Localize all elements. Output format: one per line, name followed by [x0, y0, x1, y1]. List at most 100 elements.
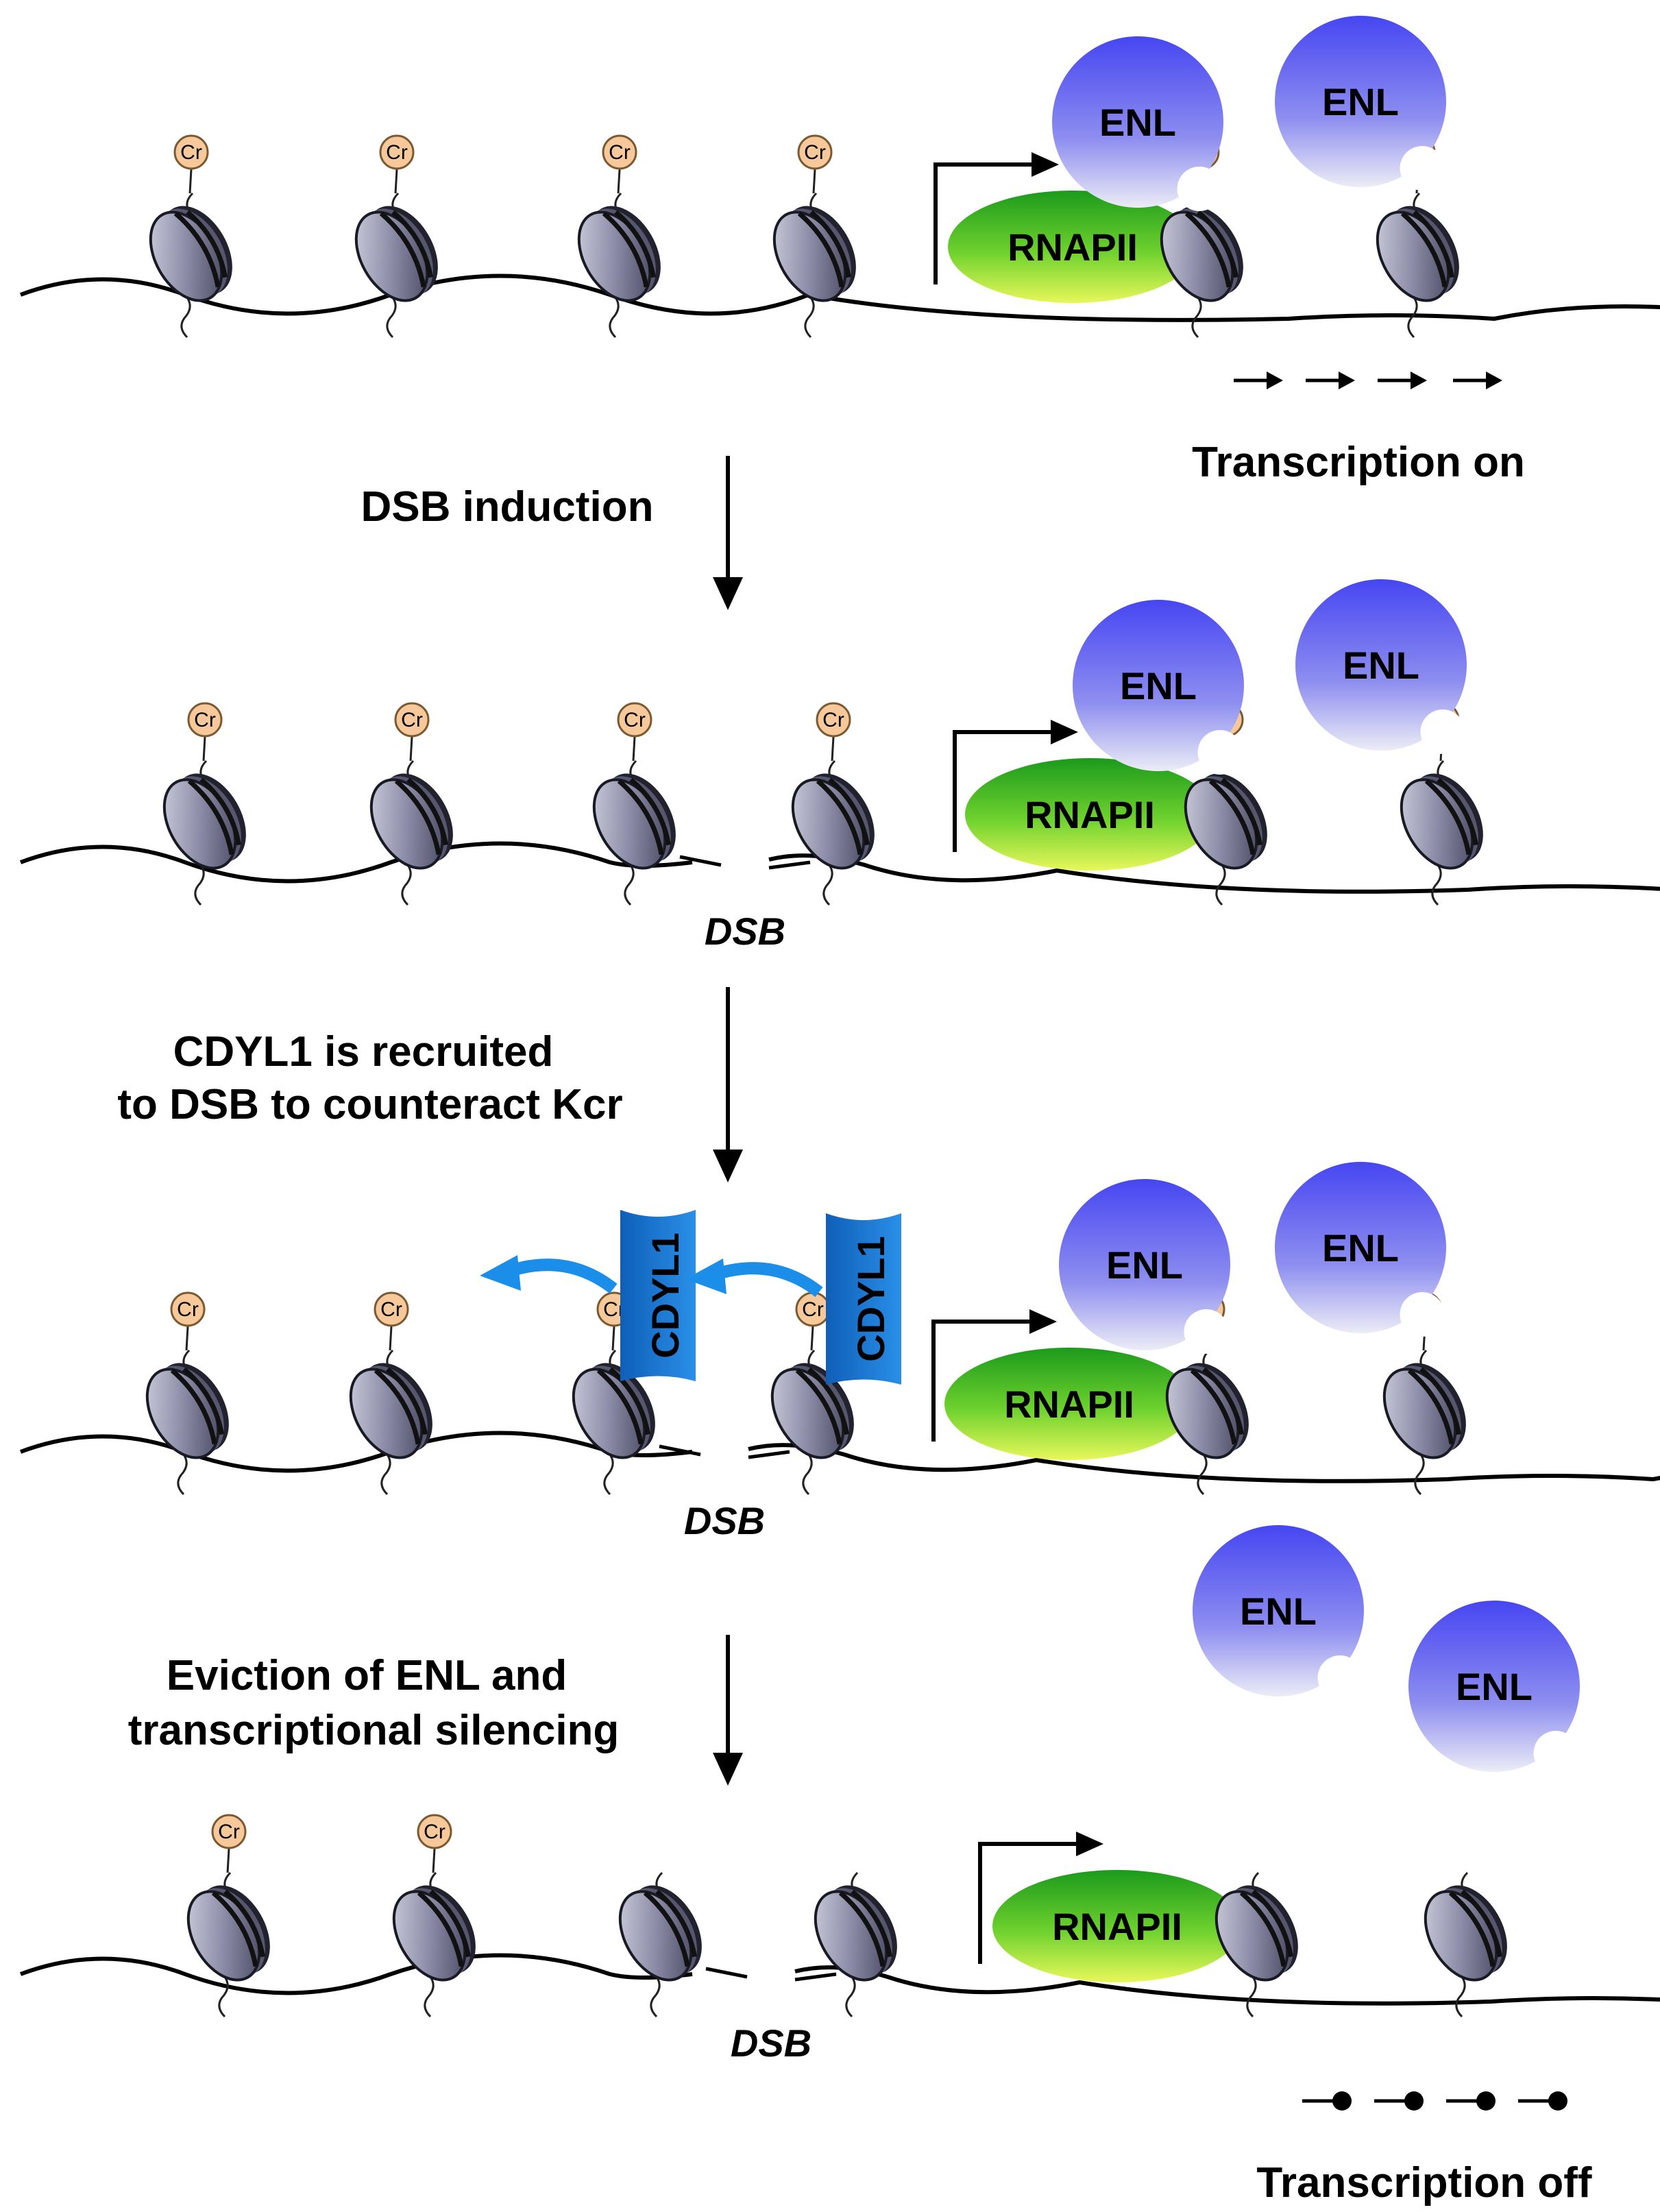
nucleosome: Cr — [145, 1291, 229, 1496]
enl-label: ENL — [1106, 1243, 1183, 1287]
cdyl1-label: CDYL1 — [644, 1232, 687, 1359]
crotonyl-mark — [797, 134, 833, 170]
dna-wrap — [173, 211, 221, 288]
dna-strand-right — [768, 853, 1660, 894]
dna-wrap — [186, 210, 228, 278]
transcription-on-label: Transcription on — [1192, 439, 1525, 486]
enl-pocket — [1400, 146, 1445, 191]
dna-wrap — [795, 1368, 842, 1445]
dna-strand-left — [19, 1953, 693, 1995]
dna-wrap — [1407, 1368, 1454, 1445]
rnapii-label: RNAPII — [1052, 1905, 1182, 1948]
crotonyl-label: Cr — [380, 1298, 402, 1321]
dna-wrap — [851, 1889, 892, 1958]
dna-wrap — [187, 779, 234, 855]
rnapii-complex: RNAPII — [992, 1870, 1242, 1982]
dna-strand-left — [19, 841, 693, 884]
transcript-arrow-head — [1267, 372, 1283, 389]
nucleosome: Cr — [770, 1291, 854, 1496]
enl-pocket — [1420, 709, 1465, 754]
enl-label: ENL — [1099, 101, 1176, 144]
crotonyl-mark — [379, 134, 415, 170]
crotonyl-label: Cr — [177, 1298, 199, 1321]
nucleosome — [618, 1871, 702, 2018]
histone-tail — [1197, 1454, 1208, 1496]
dna-wrap — [809, 210, 851, 278]
dna-wrap — [429, 1889, 471, 1958]
eviction-arrow-head — [480, 1255, 521, 1291]
cdyl1-protein: CDYL1 — [685, 1213, 901, 1385]
panel-2: DSBCrCrCrCrRNAPIICrCrENLENL — [19, 579, 1660, 953]
transcript-arrow-head — [1411, 372, 1427, 389]
enl-circle — [1073, 600, 1244, 771]
crotonyl-label: Cr — [804, 141, 826, 164]
crotonyl-label: Cr — [609, 141, 631, 164]
arrow-head — [1076, 1832, 1103, 1856]
dna-wrap — [374, 1368, 421, 1445]
nucleosome: Cr — [392, 1814, 476, 2018]
arrow-head — [1029, 1309, 1057, 1334]
histone-tail — [609, 297, 620, 339]
crotonyl-label: Cr — [194, 709, 216, 731]
enl-circle — [1059, 1179, 1230, 1350]
dna-wrap — [1400, 211, 1448, 288]
dna-wrap — [1461, 1889, 1502, 1958]
crotonyl-mark — [173, 134, 209, 170]
histone-tail — [804, 297, 815, 339]
dna-wrap — [1221, 777, 1262, 846]
histone-tail — [1191, 297, 1202, 339]
dna-wrap — [807, 1367, 849, 1435]
crotonyl-mark — [394, 702, 430, 738]
enl-circle — [1275, 16, 1446, 187]
dsb-end — [768, 860, 811, 870]
rnapii-label: RNAPII — [1025, 793, 1155, 836]
step1-label: DSB induction — [361, 483, 653, 531]
dna-wrap — [609, 1367, 650, 1435]
blocked-dot — [1476, 2091, 1496, 2111]
crotonyl-mark — [211, 1814, 247, 1849]
transcription-on-indicator — [1234, 372, 1502, 389]
dna-wrap — [394, 779, 441, 855]
step2-label-line2: to DSB to counteract Kcr — [117, 1081, 622, 1128]
crotonyl-mark — [617, 702, 652, 738]
transcription-off-indicator — [1302, 2091, 1567, 2111]
histone-tail — [845, 1976, 856, 2018]
dna-wrap — [1190, 1368, 1237, 1445]
step3-label-line1: Eviction of ENL and — [167, 1652, 567, 1699]
dna-wrap — [1424, 779, 1472, 855]
rnapii-label: RNAPII — [1008, 226, 1138, 269]
dna-wrap — [643, 1891, 690, 1967]
dna-wrap — [211, 1891, 258, 1967]
nucleosome: Cr — [186, 1814, 270, 2018]
arrow-head — [1051, 720, 1078, 744]
dsb-label: DSB — [731, 2021, 811, 2065]
nucleosome: Cr — [369, 702, 453, 906]
step1-arrow-head — [713, 577, 743, 610]
crotonyl-label: Cr — [822, 709, 844, 731]
cdyl1-label: CDYL1 — [849, 1236, 892, 1362]
dna-wrap — [1437, 777, 1478, 846]
enl-pocket — [1400, 1292, 1445, 1337]
blocked-dot — [1332, 2091, 1352, 2111]
dna-wrap — [1208, 779, 1256, 855]
histone-tail — [218, 1976, 229, 2018]
enl-label: ENL — [1322, 80, 1399, 123]
dna-wrap — [828, 777, 870, 846]
nucleosome: Cr — [349, 1291, 432, 1496]
panel-3: DSBCrCrCrCrRNAPIICrCrENLENLCDYL1CDYL1 — [19, 1162, 1660, 1542]
dna-wrap — [1252, 1889, 1293, 1958]
histone-tail — [650, 1976, 661, 2018]
dna-wrap — [596, 1368, 644, 1445]
dna-wrap — [417, 1891, 464, 1967]
dna-wrap — [617, 779, 664, 855]
dna-wrap — [1419, 1367, 1461, 1435]
cdyl1-protein: CDYL1 — [480, 1210, 696, 1381]
enl-protein: ENL — [1408, 1601, 1580, 1775]
histone-tail — [194, 864, 205, 906]
nucleosome: Cr — [577, 134, 661, 339]
dna-wrap — [1197, 210, 1238, 278]
crotonyl-label: Cr — [424, 1821, 445, 1843]
nucleosome — [1424, 1871, 1507, 2018]
step3-arrow-head — [713, 1753, 743, 1786]
